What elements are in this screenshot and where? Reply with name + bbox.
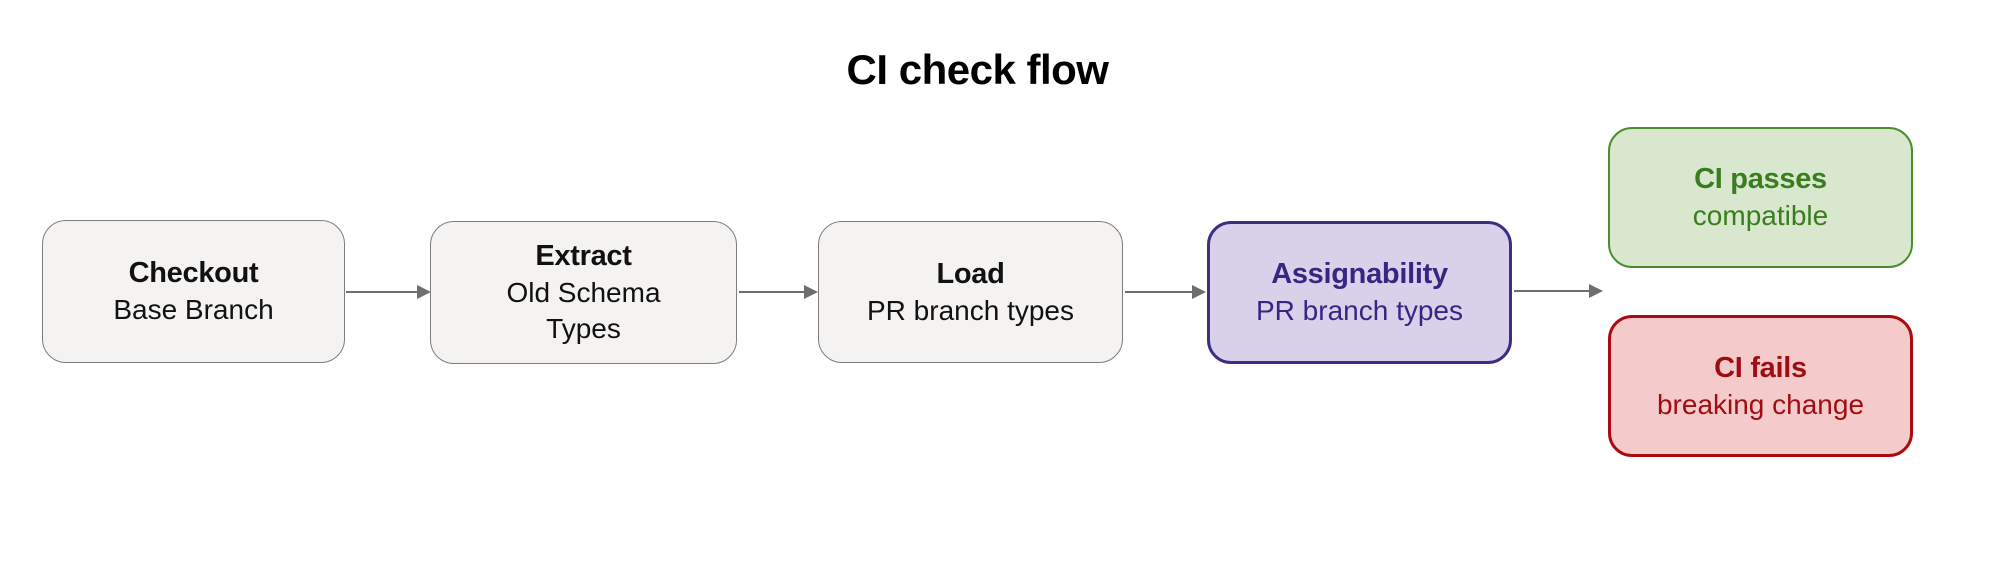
node-subtitle: PR branch types: [867, 294, 1074, 326]
arrow-checkout-to-extract: [346, 285, 431, 299]
diagram-title: CI check flow: [846, 46, 1109, 93]
node-subtitle: PR branch types: [1256, 295, 1463, 326]
node-title: Extract: [535, 240, 632, 272]
arrow-load-to-assignability: [1125, 285, 1206, 299]
node-subtitle: Base Branch: [113, 294, 274, 325]
arrow-assignability-to-outcomes: [1514, 284, 1603, 298]
node-subtitle: compatible: [1692, 200, 1829, 231]
node-title: Checkout: [128, 257, 259, 289]
flow-node-extract: Extract Old Schema Types: [430, 221, 737, 364]
node-title: Load: [936, 257, 1005, 290]
node-subtitle: breaking change: [1656, 388, 1865, 420]
flow-node-ci-fails: CI fails breaking change: [1608, 315, 1913, 457]
flow-node-ci-passes: CI passes compatible: [1608, 127, 1913, 268]
flow-node-assignability: Assignability PR branch types: [1207, 221, 1512, 364]
flow-node-load: Load PR branch types: [818, 221, 1123, 363]
node-title: CI fails: [1714, 351, 1807, 384]
node-title: CI passes: [1694, 163, 1827, 195]
node-title: Assignability: [1271, 258, 1448, 290]
flow-node-checkout: Checkout Base Branch: [42, 220, 345, 363]
node-subtitle: Old Schema Types: [506, 277, 661, 344]
arrow-extract-to-load: [739, 285, 818, 299]
